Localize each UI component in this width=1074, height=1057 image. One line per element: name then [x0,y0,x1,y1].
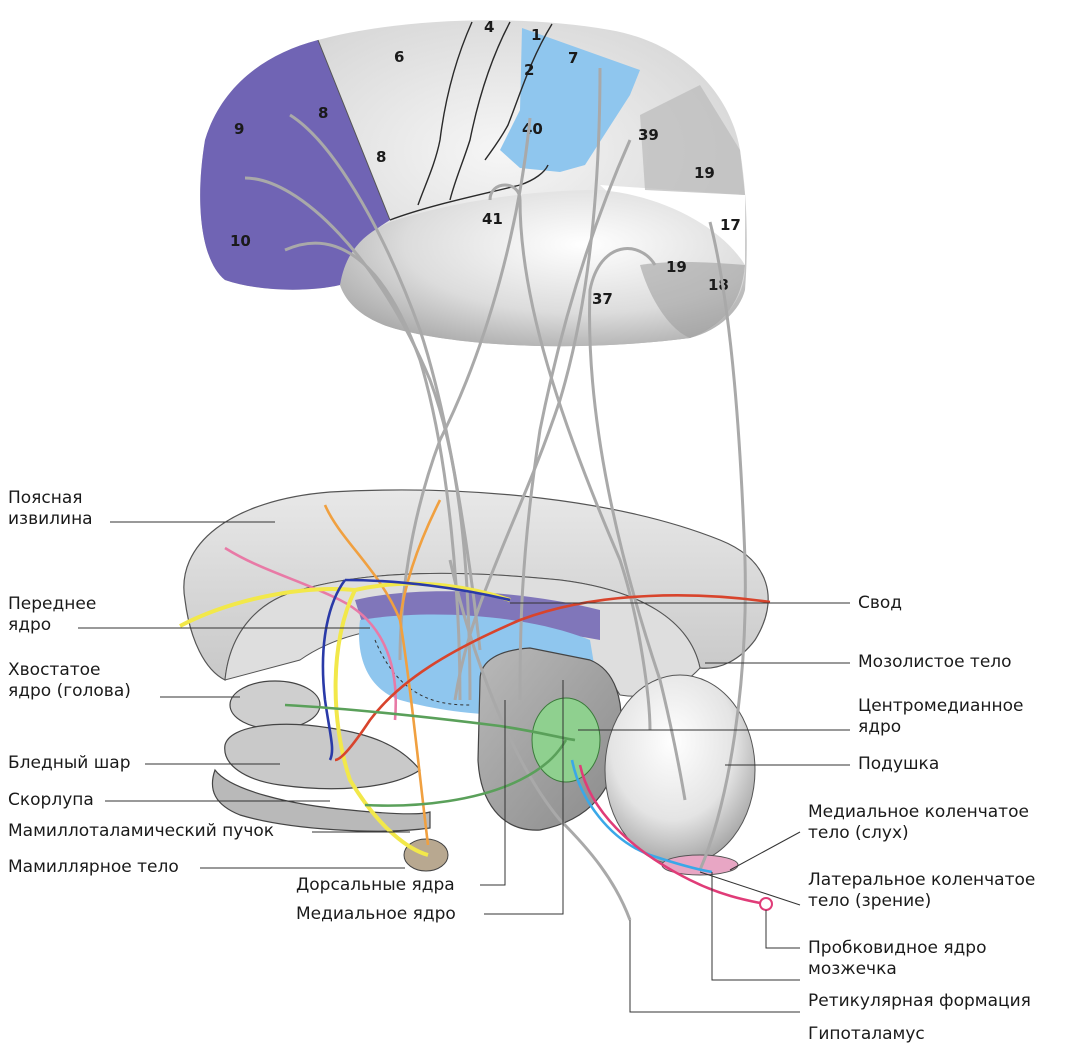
label-pulvinar: Подушка [858,754,939,775]
area-label-37: 37 [592,290,613,308]
label-reticular-formation: Ретикулярная формация [808,991,1031,1012]
label-hypothalamus: Гипоталамус [808,1024,925,1045]
label-dorsal-nuclei: Дорсальные ядра [296,875,455,896]
label-lateral-geniculate: Латеральное коленчатое тело (зрение) [808,870,1035,912]
area-label-9: 9 [234,120,244,138]
area-label-17: 17 [720,216,741,234]
label-medial-nucleus: Медиальное ядро [296,904,456,925]
globus-pallidus [225,724,420,788]
area-label-4: 4 [484,18,494,36]
label-globus-pallidus: Бледный шар [8,753,131,774]
area-label-40: 40 [522,120,543,138]
cerebral-cortex: 6 4 1 2 7 8 8 9 40 39 19 41 17 10 19 37 … [200,18,747,346]
caudate-head [230,681,320,729]
label-anterior-nucleus: Переднее ядро [8,594,96,636]
label-fornix: Свод [858,593,902,614]
area-label-19a: 19 [694,164,715,182]
label-cingulate-gyrus: Поясная извилина [8,488,93,530]
area-label-10: 10 [230,232,251,250]
label-dentate-nucleus: Пробковидное ядро мозжечка [808,938,987,980]
area-label-39: 39 [638,126,659,144]
area-label-7: 7 [568,49,578,67]
label-caudate-head: Хвостатое ядро (голова) [8,660,131,702]
area-label-1: 1 [531,26,541,44]
area-label-18: 18 [708,276,729,294]
label-mammillary-body: Мамиллярное тело [8,857,179,878]
area-label-19b: 19 [666,258,687,276]
label-mammillothalamic-tract: Мамиллоталамический пучок [8,821,274,842]
area-label-8a: 8 [318,104,328,122]
area-label-8b: 8 [376,148,386,166]
label-putamen: Скорлупа [8,790,94,811]
area-label-2: 2 [524,61,534,79]
area-label-6: 6 [394,48,404,66]
label-medial-geniculate: Медиальное коленчатое тело (слух) [808,802,1029,844]
label-corpus-callosum: Мозолистое тело [858,652,1012,673]
subcortical-structures [184,490,768,875]
area-label-41: 41 [482,210,503,228]
label-centromedian-nucleus: Центромедианное ядро [858,696,1023,738]
